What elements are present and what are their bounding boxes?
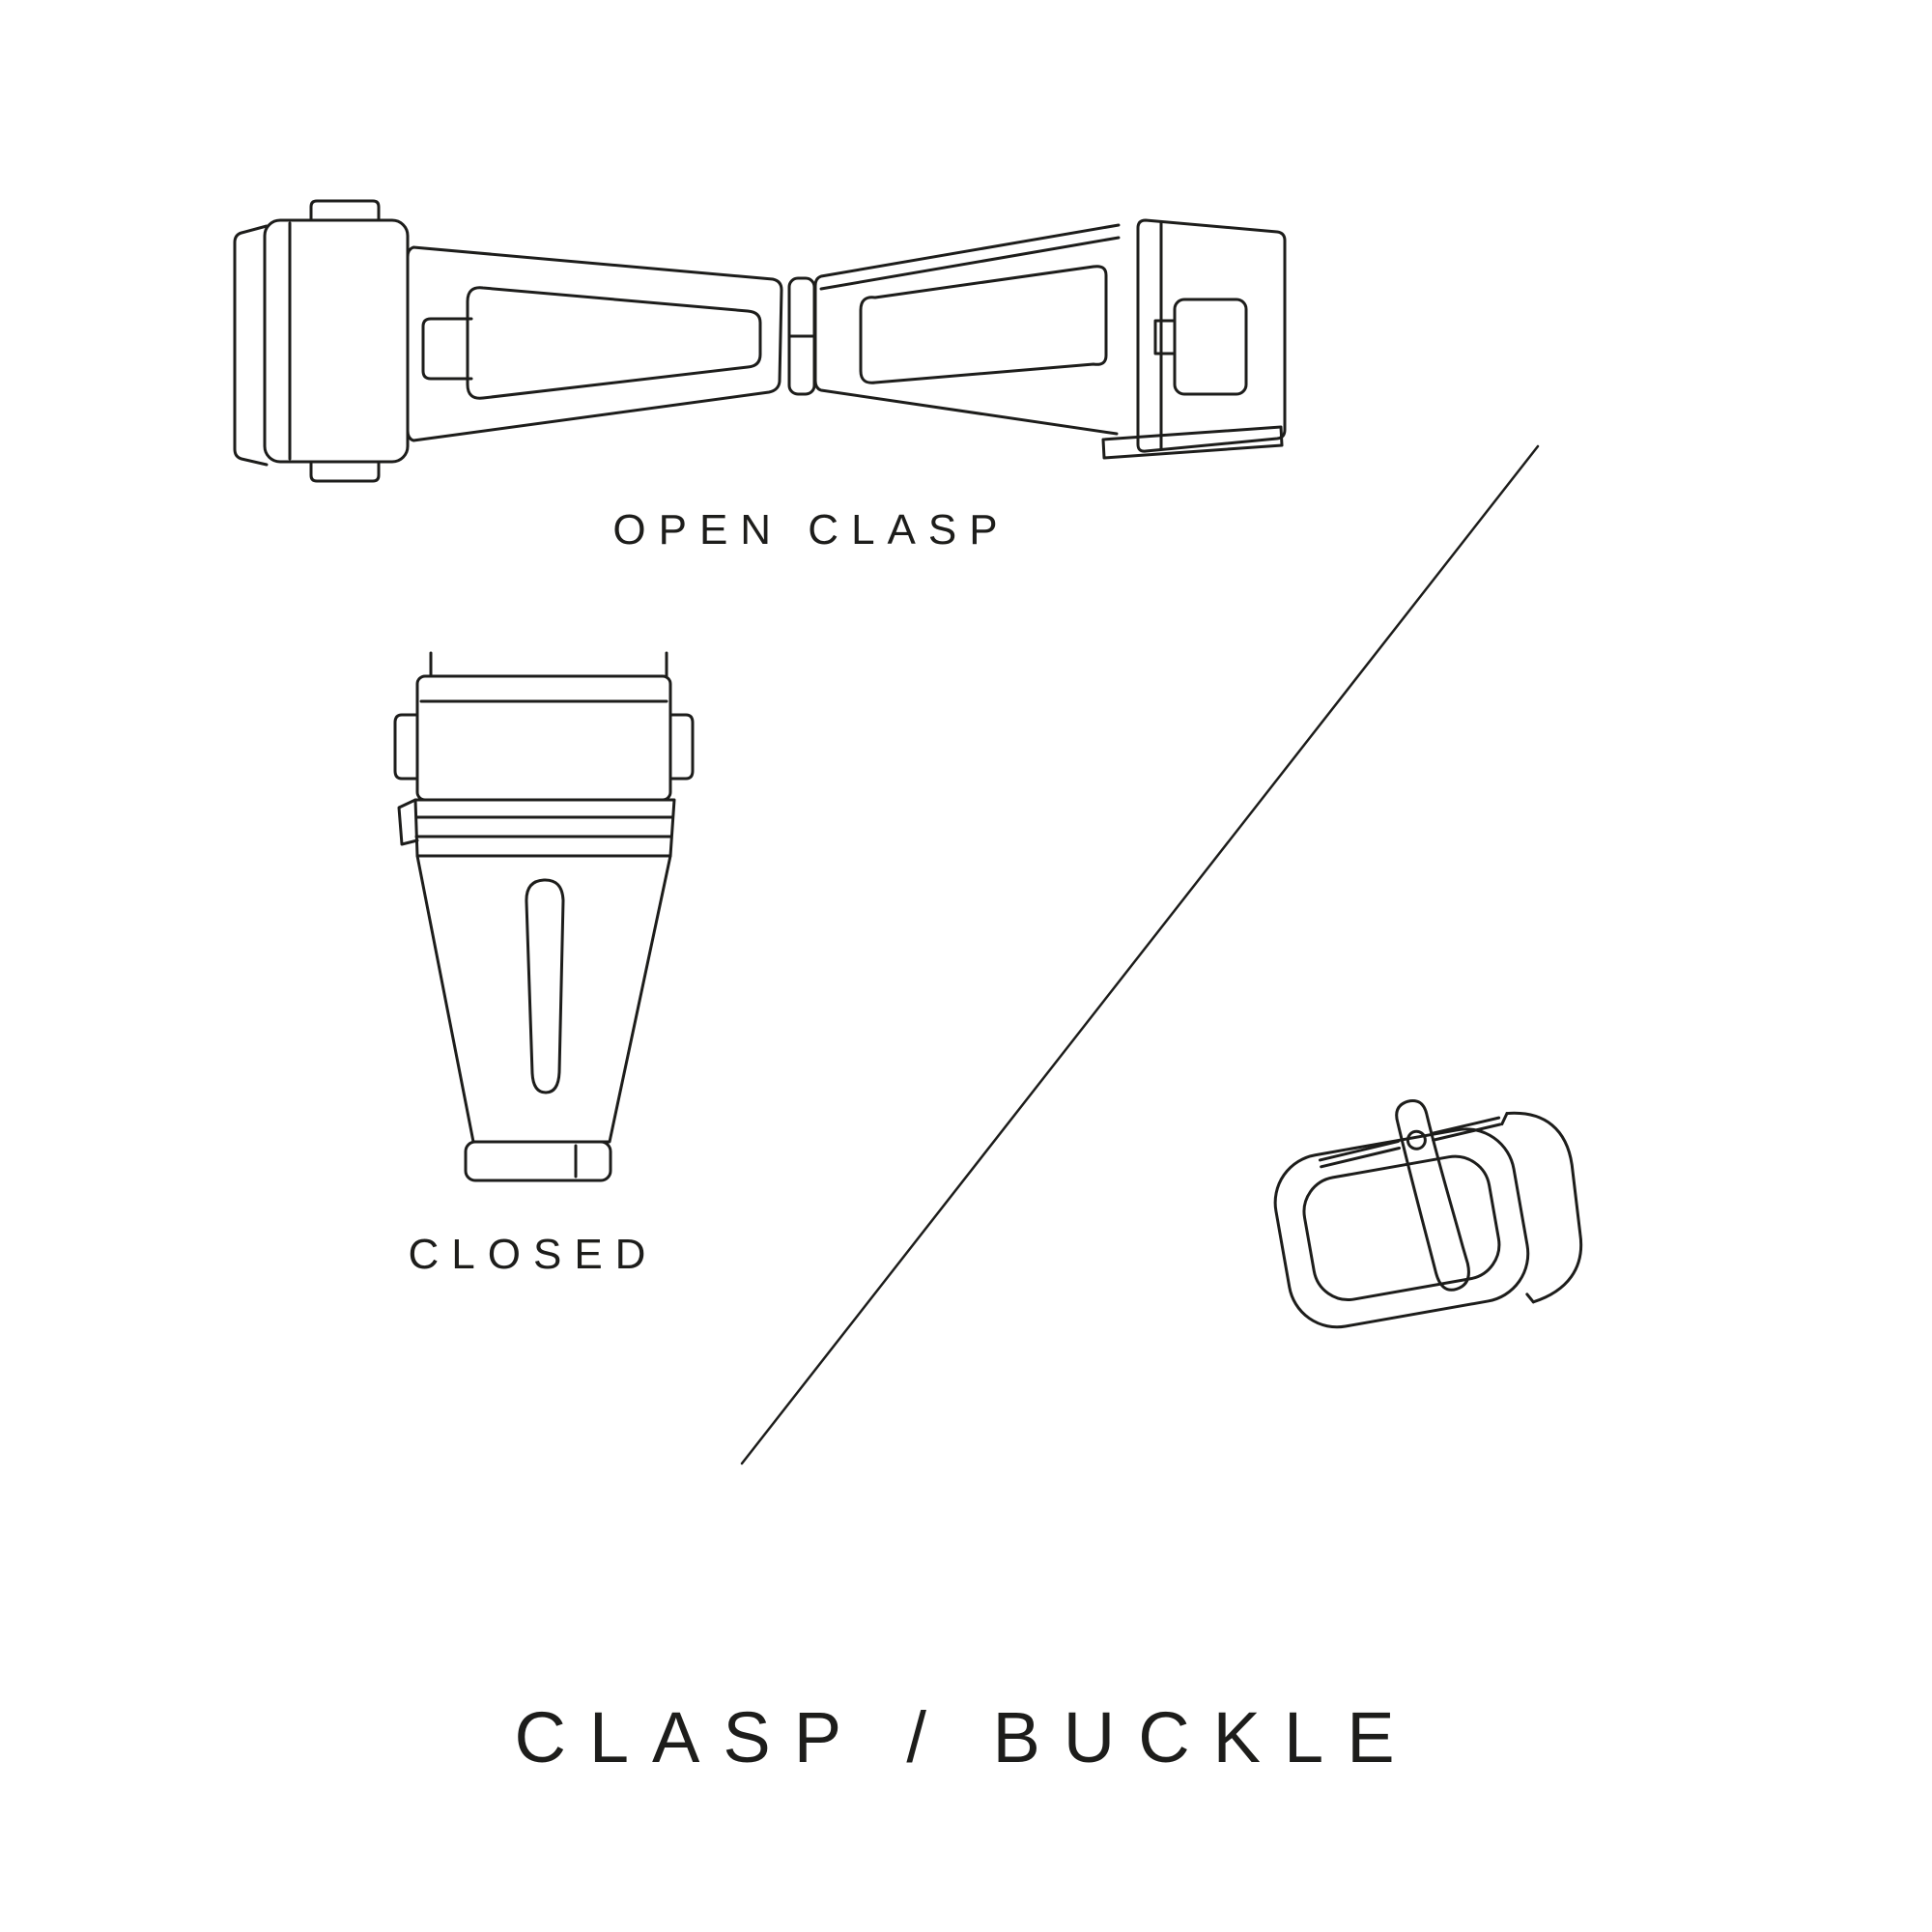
closed-clasp-body	[415, 854, 672, 1144]
clasp-left-cap	[233, 224, 269, 467]
buckle-tongue	[1395, 1099, 1470, 1292]
open-clasp-icon	[233, 199, 1287, 483]
closed-clasp-top-box	[415, 674, 672, 802]
buckle-opening	[1302, 1154, 1501, 1301]
open-clasp-label: OPEN CLASP	[612, 506, 1010, 554]
buckle-thickness	[1505, 1111, 1583, 1304]
buckle-pin-loop	[1406, 1129, 1427, 1151]
clasp-left-endlink	[263, 218, 410, 464]
clasp-right-endlink	[1136, 218, 1287, 453]
clasp-release-notch	[421, 317, 473, 381]
closed-clasp-slot	[525, 878, 565, 1094]
buckle-frame	[1273, 1127, 1530, 1329]
closed-clasp-right-pusher	[668, 713, 695, 781]
closed-clasp-foot	[464, 1140, 612, 1182]
buckle-figure	[1227, 1063, 1613, 1401]
clasp-right-blade	[813, 223, 1121, 436]
closed-clasp-label: CLOSED	[408, 1231, 659, 1278]
tang-buckle-icon	[1273, 1099, 1583, 1329]
diagonal-divider-line	[740, 444, 1540, 1465]
closed-clasp-figure	[386, 647, 705, 1188]
clasp-left-blade	[406, 245, 783, 442]
closed-clasp-icon	[393, 651, 695, 1182]
open-clasp-figure	[228, 193, 1295, 483]
buckle-pin-bar	[1318, 1140, 1400, 1162]
closed-clasp-left-pusher	[393, 713, 419, 781]
diagram-title: CLASP / BUCKLE	[514, 1697, 1418, 1777]
